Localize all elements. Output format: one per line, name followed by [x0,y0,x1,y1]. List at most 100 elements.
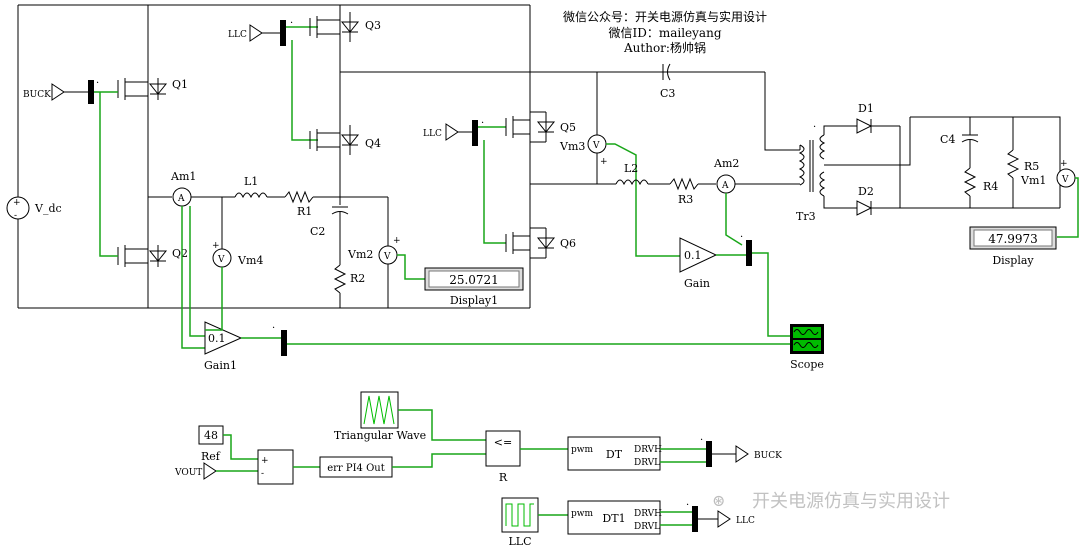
svg-text:V: V [1061,175,1069,185]
svg-text:VOUT: VOUT [174,468,202,478]
svg-text:V: V [383,252,391,262]
mosfet-q3[interactable]: Q3 [309,12,381,42]
svg-text:Vm2: Vm2 [347,248,373,261]
resistor-r1: R1 [284,190,314,218]
voltmeter-vm1: V + Vm1 [1020,159,1076,188]
svg-text:0.1: 0.1 [208,332,226,345]
svg-text:DRVH: DRVH [634,445,662,455]
svg-text:+: + [261,456,269,466]
llc-input-port-top[interactable]: LLC · [228,18,293,46]
svg-text:+: + [393,236,401,246]
svg-text:pwm: pwm [571,445,593,455]
diode-d2: D2 [856,185,1060,216]
svg-text:L1: L1 [244,175,258,188]
svg-text:R1: R1 [297,205,312,218]
display1-value: 25.0721 [449,273,499,287]
svg-text:+: + [1060,159,1068,169]
capacitor-c2: C2 [310,206,349,265]
display1: 25.0721 Display1 [424,267,524,307]
capacitor-c4: C4 [940,117,979,168]
svg-text:BUCK: BUCK [23,90,51,100]
svg-text:·: · [740,232,743,243]
dt-block[interactable]: pwm DT DRVH DRVL [567,436,662,471]
svg-text:LLC: LLC [423,129,442,139]
svg-text:C4: C4 [940,133,955,146]
display: 47.9973 Display [969,226,1057,267]
svg-text:DRVL: DRVL [634,458,660,468]
svg-text:·: · [481,118,484,129]
mosfet-q4[interactable]: Q4 [309,125,381,155]
svg-text:Ref: Ref [201,450,221,463]
svg-text:Q5: Q5 [560,121,576,134]
watermark: ⊛ 开关电源仿真与实用设计 [712,491,950,512]
svg-text:LLC: LLC [508,535,531,548]
buck-input-port[interactable]: BUCK · [23,78,99,104]
buck-power-stage [17,4,765,309]
resistor-r2: R2 [333,264,365,308]
llc-input-port-mid[interactable]: LLC · [423,118,484,146]
svg-text:+: + [13,198,21,208]
svg-text:Q4: Q4 [365,137,381,150]
voltmeter-vm4: V + Vm4 [212,197,263,308]
vdc-source: + - V_dc [6,196,62,221]
capacitor-c3: C3 [660,63,675,100]
llc-pulse-source[interactable]: LLC [501,497,539,548]
mosfet-q2[interactable]: Q2 [117,245,188,267]
svg-text:-: - [261,469,264,479]
svg-text:Q3: Q3 [365,19,381,32]
svg-text:-: - [14,211,17,221]
gain-block[interactable]: 0.1 Gain [679,237,718,290]
svg-text:err PI4 Out: err PI4 Out [327,463,385,474]
svg-text:Gain: Gain [684,277,710,290]
pi4-controller[interactable]: err PI4 Out [319,456,393,478]
svg-text:LLC: LLC [736,516,755,526]
llc-output-port[interactable]: LLC [717,510,755,528]
mosfet-q5[interactable]: Q5 [505,111,576,143]
mux-gain1: · [272,323,287,356]
scope[interactable]: Scope [790,324,824,371]
svg-text:A: A [721,181,729,191]
svg-text:Vm4: Vm4 [237,254,263,267]
svg-text:Gain1: Gain1 [204,359,237,372]
mux-gain: · [740,232,752,266]
ammeter-am1: A Am1 [148,170,196,207]
transformer-tr3: · Tr3 [796,122,826,223]
svg-text:Am1: Am1 [170,170,196,183]
voltmeter-vm2: V + Vm2 [347,197,401,308]
diode-d1: D1 [856,102,900,134]
svg-text:DT1: DT1 [602,512,625,525]
header-line2: 微信ID：maileyang [608,26,721,40]
mosfet-q1[interactable]: Q1 [117,70,188,105]
svg-text:Display: Display [992,254,1034,267]
svg-text:Triangular Wave: Triangular Wave [334,429,426,442]
svg-text:R5: R5 [1024,160,1039,173]
svg-text:⊛: ⊛ [712,491,725,510]
svg-text:DRVH: DRVH [634,509,662,519]
inductor-l2: L2 [615,162,649,186]
header-line3: Author:杨帅锅 [623,40,706,55]
svg-text:A: A [177,194,185,204]
svg-text:·: · [96,78,99,89]
svg-text:LLC: LLC [228,30,247,40]
svg-text:R: R [499,471,508,484]
resistor-r4: R4 [963,167,998,208]
svg-text:DT: DT [606,448,623,461]
watermark-text: 开关电源仿真与实用设计 [752,491,950,512]
svg-text:BUCK: BUCK [754,451,782,461]
svg-text:R2: R2 [350,272,365,285]
display-value: 47.9973 [988,232,1038,246]
buck-output-port[interactable]: BUCK [735,445,782,463]
svg-text:Am2: Am2 [713,157,739,170]
svg-text:Q1: Q1 [172,78,188,91]
dt1-block[interactable]: pwm DT1 DRVH DRVL [567,500,662,535]
triangular-wave-source[interactable]: Triangular Wave [334,391,426,442]
svg-text:Q6: Q6 [560,237,576,250]
svg-text:Tr3: Tr3 [796,210,816,223]
vout-port[interactable]: VOUT [174,462,217,480]
ref-block[interactable]: 48 Ref [198,425,224,463]
inductor-l1: L1 [234,175,268,199]
svg-text:V: V [217,255,225,265]
mosfet-q6[interactable]: Q6 [505,227,576,259]
header-line1: 微信公众号：开关电源仿真与实用设计 [563,9,767,24]
